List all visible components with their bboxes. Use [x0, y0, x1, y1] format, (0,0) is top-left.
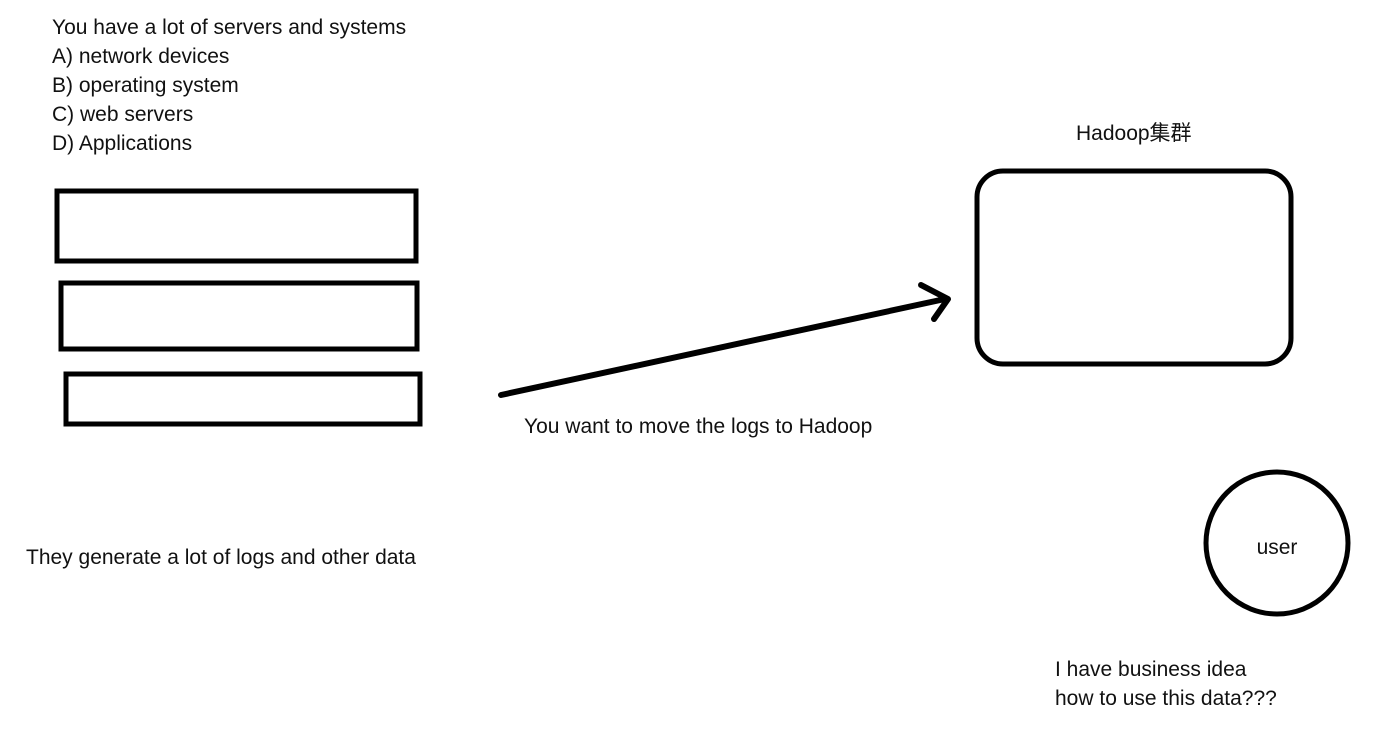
- arrow-to-hadoop: [498, 282, 951, 398]
- user-label: user: [1256, 536, 1298, 559]
- server-box-2: [58, 280, 420, 352]
- intro-text-block: You have a lot of servers and systems A)…: [52, 13, 406, 158]
- business-line-2: how to use this data???: [1055, 687, 1277, 710]
- hadoop-cluster-box: [974, 168, 1294, 367]
- intro-heading: You have a lot of servers and systems: [52, 16, 407, 39]
- business-line-1: I have business idea: [1055, 658, 1247, 681]
- intro-item-web-servers: C) web servers: [52, 103, 194, 126]
- arrow-head: [918, 282, 951, 322]
- generate-logs-text: They generate a lot of logs and other da…: [26, 546, 416, 569]
- move-logs-label: You want to move the logs to Hadoop: [524, 415, 873, 438]
- arrow-shaft: [498, 296, 948, 398]
- user-circle: [1203, 469, 1351, 617]
- hadoop-cluster-label: Hadoop集群: [1076, 122, 1192, 145]
- server-box-3: [63, 371, 423, 427]
- intro-item-network-devices: A) network devices: [52, 45, 230, 68]
- intro-item-applications: D) Applications: [52, 132, 193, 155]
- server-box-1: [54, 188, 419, 264]
- business-idea-text: I have business idea how to use this dat…: [1055, 655, 1277, 713]
- intro-item-operating-system: B) operating system: [52, 74, 239, 97]
